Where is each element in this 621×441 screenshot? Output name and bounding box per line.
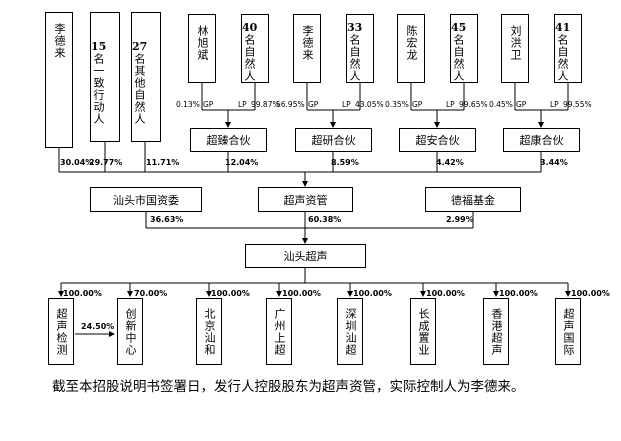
- holding-box: 超声资管: [258, 187, 353, 212]
- pct-sub-8: 100.00%: [571, 289, 610, 298]
- partnership-name-3: 超安合伙: [415, 134, 460, 147]
- subsidiary-4-label: 广州上超: [273, 307, 286, 356]
- defu-fund-label: 德福基金: [451, 193, 495, 207]
- lp-tag-2: LP: [342, 100, 351, 109]
- partnership-name-4: 超康合伙: [519, 134, 564, 147]
- lp-box-1: 40 名自然人: [241, 14, 269, 83]
- lp-count-3: 45: [451, 21, 467, 34]
- shareholder-li-delai: 李德来: [45, 12, 73, 148]
- shareholder-li-delai-label: 李德来: [53, 23, 66, 59]
- state-assets-label: 汕头市国资委: [113, 193, 179, 207]
- lp-count-4: 41: [555, 21, 571, 34]
- lp-label-1: 名自然人: [243, 34, 256, 82]
- issuer-label: 汕头超声: [283, 250, 328, 263]
- pct-sub-6: 100.00%: [426, 289, 465, 298]
- lp-pct-3: 99.65%: [459, 100, 488, 109]
- lp-box-3: 45 名自然人: [450, 14, 478, 83]
- subsidiary-4: 广州上超: [266, 298, 292, 365]
- lp-pct-4: 99.55%: [563, 100, 592, 109]
- subsidiary-3: 北京汕和: [196, 298, 222, 365]
- gp-box-4: 刘洪卫: [501, 14, 529, 83]
- gp-tag-4: GP: [516, 100, 527, 109]
- pct-partnership-1: 12.04%: [225, 158, 259, 167]
- shareholder-group-27: 27 名其他自然人: [131, 12, 161, 142]
- pct-state-assets: 36.63%: [150, 215, 184, 224]
- pct-partnership-4: 3.44%: [540, 158, 568, 167]
- subsidiary-6: 长成置业: [410, 298, 436, 365]
- subsidiary-2-label: 创新中心: [124, 307, 137, 356]
- lp-box-2: 33 名自然人: [346, 14, 374, 83]
- shareholder-group-15: 15 名一致行动人: [90, 12, 120, 142]
- gp-name-2: 李德来: [301, 25, 314, 61]
- gp-name-1: 林旭斌: [196, 25, 209, 61]
- holding-label: 超声资管: [283, 193, 328, 207]
- lp-label-2: 名自然人: [348, 34, 361, 82]
- gp-name-4: 刘洪卫: [509, 25, 522, 61]
- lp-pct-1: 99.87%: [251, 100, 280, 109]
- subsidiary-8-label: 超声国际: [562, 307, 575, 356]
- pct-sub-3: 100.00%: [211, 289, 250, 298]
- partnership-box-2: 超研合伙: [295, 128, 372, 152]
- lp-tag-1: LP: [238, 100, 247, 109]
- subsidiary-5: 深圳汕超: [337, 298, 363, 365]
- pct-sub-1: 100.00%: [63, 289, 102, 298]
- subsidiary-1-label: 超声检测: [55, 307, 68, 356]
- gp-tag-1: GP: [203, 100, 214, 109]
- group15-label: 名一致行动人: [92, 52, 105, 125]
- gp-pct-2: 56.95%: [276, 100, 305, 109]
- lp-count-1: 40: [242, 21, 258, 34]
- lp-label-4: 名自然人: [556, 34, 569, 82]
- gp-pct-3: 0.35%: [385, 100, 409, 109]
- subsidiary-8: 超声国际: [555, 298, 581, 365]
- subsidiary-1: 超声检测: [48, 298, 74, 365]
- pct-defu: 2.99%: [446, 215, 474, 224]
- lp-count-2: 33: [347, 21, 363, 34]
- pct-group15: 29.77%: [89, 158, 123, 167]
- pct-sub-2: 70.00%: [134, 289, 168, 298]
- lp-box-4: 41 名自然人: [554, 14, 582, 83]
- lp-pct-2: 43.05%: [355, 100, 384, 109]
- defu-fund-box: 德福基金: [425, 187, 521, 212]
- gp-box-2: 李德来: [293, 14, 321, 83]
- gp-box-1: 林旭斌: [188, 14, 216, 83]
- pct-sub-7: 100.00%: [499, 289, 538, 298]
- pct-partnership-3: 4.42%: [436, 158, 464, 167]
- gp-tag-3: GP: [412, 100, 423, 109]
- partnership-name-2: 超研合伙: [311, 134, 356, 147]
- gp-box-3: 陈宏龙: [397, 14, 425, 83]
- lp-label-3: 名自然人: [452, 34, 465, 82]
- subsidiary-3-label: 北京汕和: [203, 307, 216, 356]
- subsidiary-6-label: 长成置业: [417, 307, 430, 356]
- subsidiary-2: 创新中心: [117, 298, 143, 365]
- lp-tag-3: LP: [446, 100, 455, 109]
- pct-sub-4: 100.00%: [282, 289, 321, 298]
- caption-text: 截至本招股说明书签署日，发行人控股股东为超声资管，实际控制人为李德来。: [52, 379, 525, 395]
- issuer-box: 汕头超声: [245, 244, 366, 268]
- pct-group27: 11.71%: [146, 158, 180, 167]
- group15-count: 15: [91, 39, 107, 53]
- partnership-box-3: 超安合伙: [399, 128, 476, 152]
- group27-count: 27: [132, 39, 148, 53]
- pct-partnership-2: 8.59%: [331, 158, 359, 167]
- partnership-box-1: 超臻合伙: [190, 128, 267, 152]
- subsidiary-5-label: 深圳汕超: [344, 307, 357, 356]
- pct-li-delai: 30.04%: [60, 158, 94, 167]
- partnership-name-1: 超臻合伙: [206, 134, 251, 147]
- group27-label: 名其他自然人: [133, 52, 146, 125]
- pct-holding: 60.38%: [308, 215, 342, 224]
- partnership-box-4: 超康合伙: [503, 128, 580, 152]
- pct-sub-5: 100.00%: [353, 289, 392, 298]
- state-assets-box: 汕头市国资委: [90, 187, 202, 212]
- gp-pct-4: 0.45%: [489, 100, 513, 109]
- lp-tag-4: LP: [550, 100, 559, 109]
- subsidiary-7-label: 香港超声: [490, 307, 503, 356]
- gp-pct-1: 0.13%: [176, 100, 200, 109]
- subsidiary-7: 香港超声: [483, 298, 509, 365]
- gp-tag-2: GP: [308, 100, 319, 109]
- gp-name-3: 陈宏龙: [405, 25, 418, 61]
- pct-cross-holding: 24.50%: [81, 322, 115, 331]
